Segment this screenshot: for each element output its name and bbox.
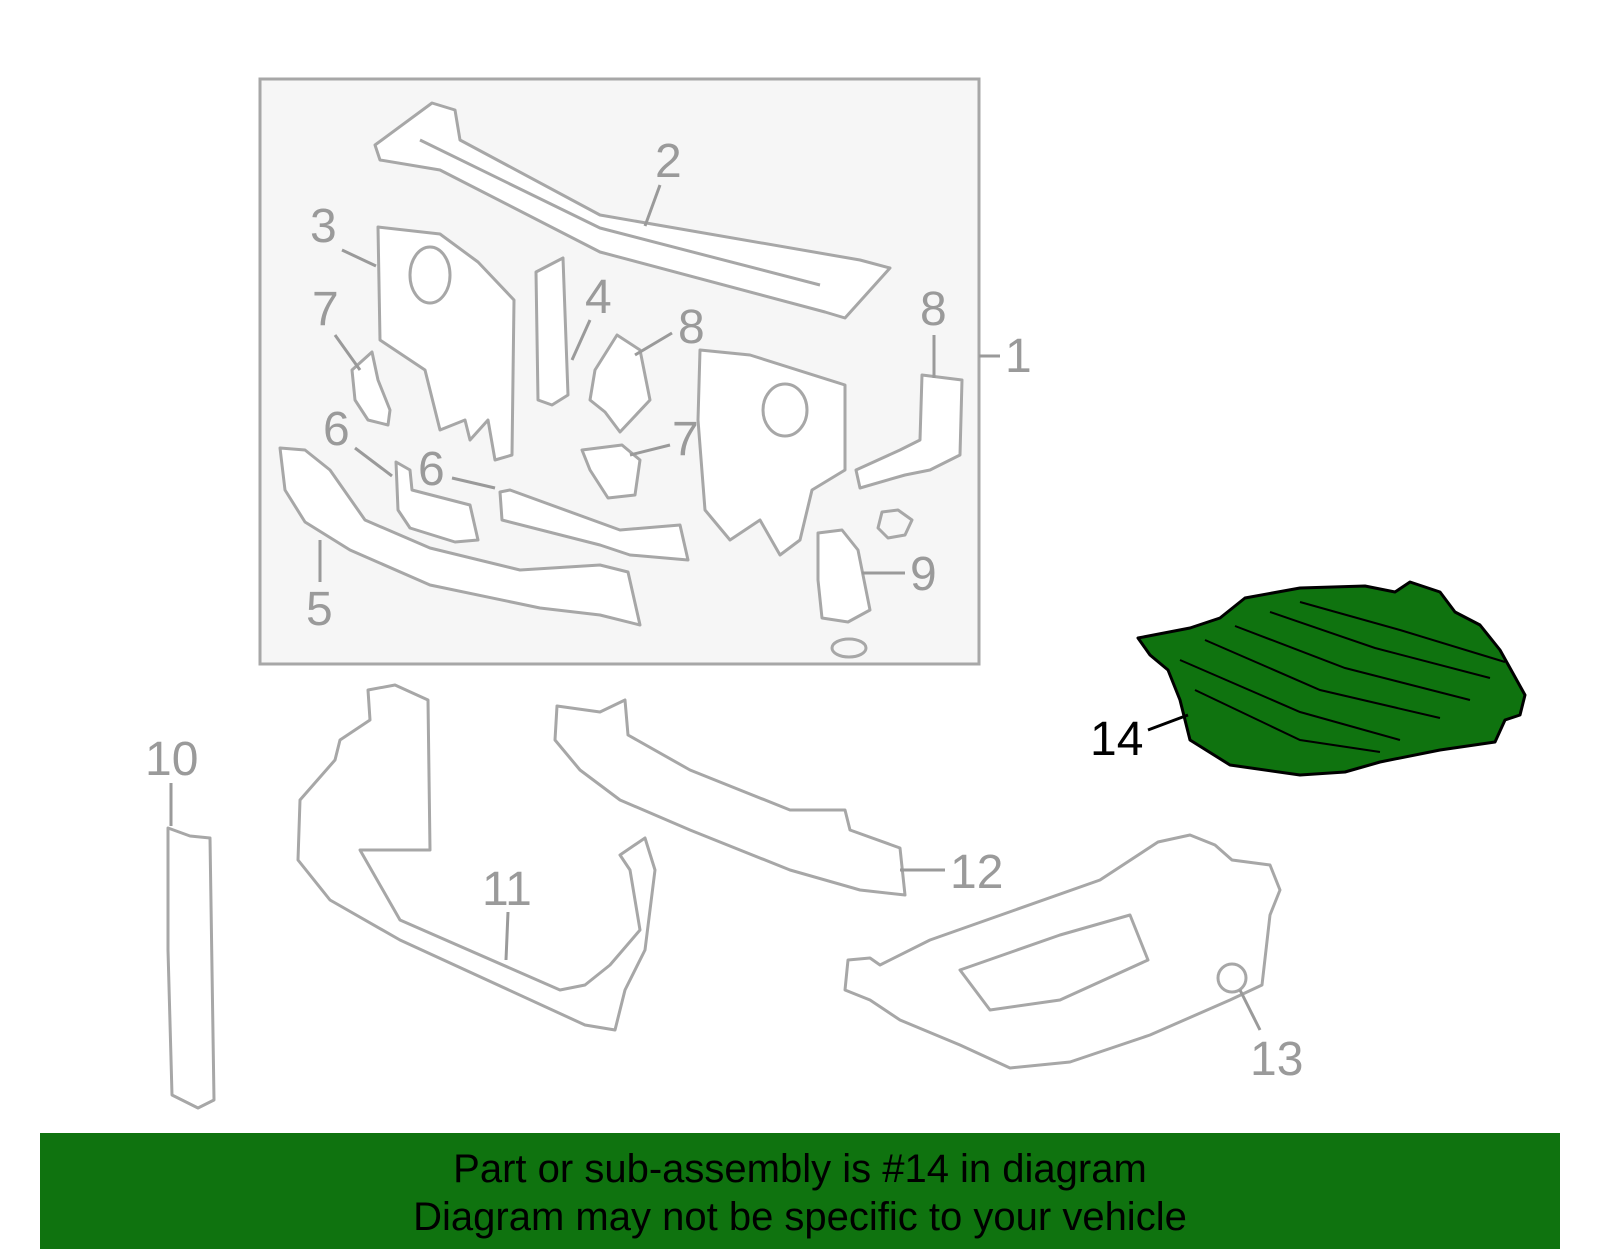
part-9-bracket [816, 528, 872, 624]
part-10-side-panel [166, 826, 216, 1110]
part-right-side-support [696, 348, 847, 557]
part-6-reinforcement-right [498, 488, 690, 562]
part-13-mount [1216, 962, 1248, 994]
part-9-clip [876, 508, 914, 540]
callout-5: 5 [306, 583, 333, 636]
callout-8-middle: 8 [678, 301, 705, 354]
part-7-bracket-middle [580, 443, 642, 500]
part-2-detail [419, 138, 821, 287]
callout-13: 13 [1250, 1033, 1303, 1086]
callout-10: 10 [145, 733, 198, 786]
part-7-bracket-left [350, 350, 392, 427]
leader-line-3 [341, 248, 377, 268]
part-4-bracket [534, 256, 570, 407]
part-13-detail [958, 913, 1150, 1012]
callout-9: 9 [910, 548, 937, 601]
banner-line-1: Part or sub-assembly is #14 in diagram [453, 1147, 1147, 1191]
leader-line-4 [570, 319, 592, 361]
callout-8-right: 8 [920, 283, 947, 336]
part-8-bracket-right [854, 373, 964, 490]
part-11-deflector [296, 683, 657, 1032]
callout-1: 1 [1005, 330, 1032, 383]
callout-11: 11 [482, 863, 532, 916]
leader-line-7a [333, 334, 362, 371]
part-13-skid-frame [843, 833, 1282, 1070]
part-right-hole [761, 382, 809, 438]
part-2-upper-tie-bar [373, 101, 892, 320]
leader-line-6b [451, 476, 496, 490]
part-14-ribs [1179, 601, 1506, 753]
part-9-grommet [830, 637, 868, 659]
part-12-absorber [553, 698, 907, 897]
leader-line-11 [504, 911, 510, 961]
part-6-reinforcement-left [394, 460, 480, 544]
callout-7-left: 7 [312, 283, 339, 336]
leader-line-2 [643, 184, 662, 227]
leader-line-13 [1238, 989, 1262, 1031]
part-3-hole [408, 245, 452, 305]
callout-7-middle: 7 [672, 413, 699, 466]
callout-14: 14 [1090, 713, 1143, 766]
callout-12: 12 [950, 846, 1003, 899]
leader-line-14 [1147, 713, 1189, 732]
leader-line-8a [634, 331, 673, 357]
callout-2: 2 [655, 135, 682, 188]
callout-3: 3 [310, 200, 337, 253]
callout-6-right: 6 [418, 443, 445, 496]
part-14-splash-shield-highlighted [1136, 580, 1527, 777]
part-8-bracket-middle [588, 333, 652, 434]
info-banner: Part or sub-assembly is #14 in diagram D… [40, 1133, 1560, 1249]
leader-line-6a [354, 446, 393, 478]
banner-line-2: Diagram may not be specific to your vehi… [413, 1195, 1187, 1239]
callout-4: 4 [585, 271, 612, 324]
leader-line-7b [629, 443, 671, 457]
part-5-lower-tie-bar [278, 446, 642, 627]
callout-6-left: 6 [323, 403, 350, 456]
